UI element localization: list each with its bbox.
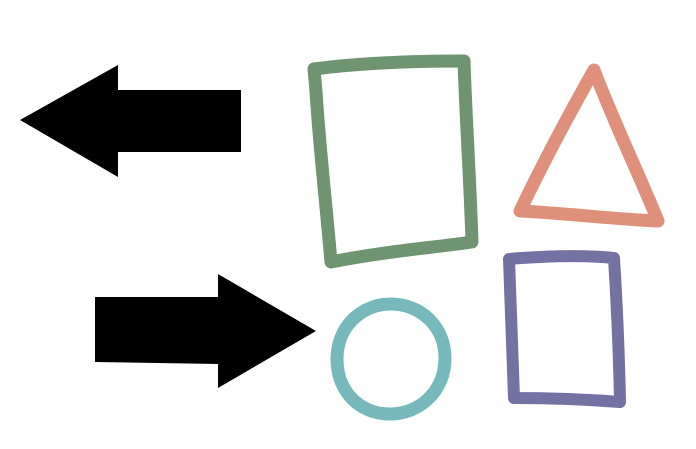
circle-shape (330, 297, 452, 421)
triangle-shape (513, 63, 665, 228)
arrow-right-icon (95, 274, 316, 388)
large-rectangle-shape (307, 54, 479, 269)
arrow-left-icon (20, 65, 241, 177)
small-rectangle-shape (503, 250, 626, 408)
